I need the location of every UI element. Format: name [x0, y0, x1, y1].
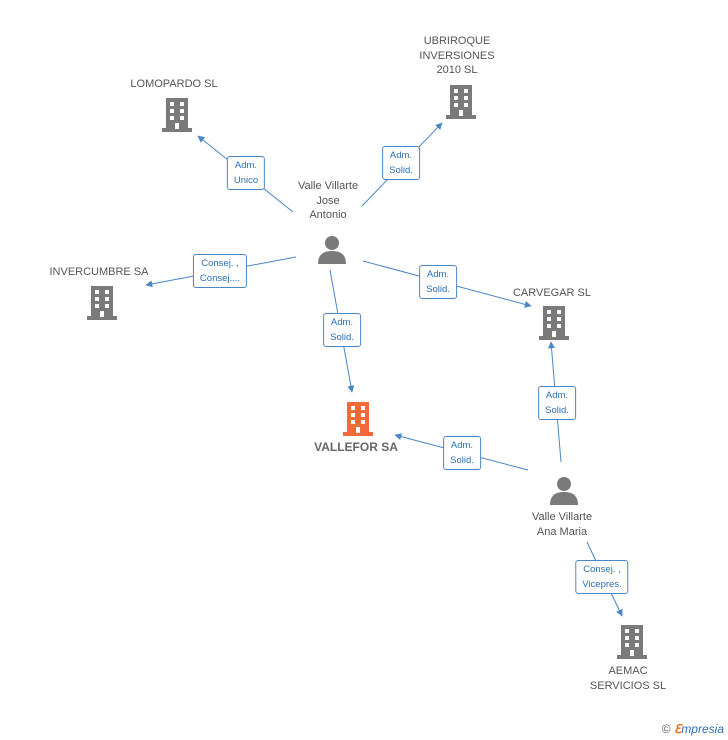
person-icon[interactable]	[317, 234, 347, 264]
building-icon[interactable]	[162, 98, 192, 132]
company-label-vallefor[interactable]: VALLEFOR SA	[314, 440, 398, 454]
edge-label-jose-ubriroque: Adm. Solid.	[382, 146, 420, 180]
edge-label-ana-carvegar: Adm. Solid.	[538, 386, 576, 420]
edge-label-jose-vallefor: Adm. Solid.	[323, 313, 361, 347]
building-icon[interactable]	[446, 85, 476, 119]
copyright-symbol: ©	[661, 722, 671, 736]
edge-label-jose-carvegar: Adm. Solid.	[419, 265, 457, 299]
company-label-aemac[interactable]: AEMAC SERVICIOS SL	[589, 665, 667, 692]
edge-label-ana-aemac: Consej. , Vicepres.	[575, 560, 629, 594]
edge-label-ana-vallefor: Adm. Solid.	[443, 436, 481, 470]
edge-label-jose-invercumbre: Consej. , Consej....	[192, 254, 248, 288]
company-label-lomopardo[interactable]: LOMOPARDO SL	[130, 78, 218, 90]
brand-footer: © ℇmpresia	[662, 722, 724, 736]
building-icon[interactable]	[87, 286, 117, 320]
person-label-ana[interactable]: Valle Villarte Ana Maria	[531, 511, 593, 538]
company-label-carvegar[interactable]: CARVEGAR SL	[512, 287, 592, 299]
person-label-jose[interactable]: Valle Villarte Jose Antonio	[297, 180, 359, 221]
building-icon[interactable]	[617, 625, 647, 659]
company-label-ubriroque[interactable]: UBRIROQUE INVERSIONES 2010 SL	[419, 35, 495, 76]
main-building-icon[interactable]	[343, 402, 373, 436]
person-icon[interactable]	[549, 475, 579, 505]
edge-label-jose-lomopardo: Adm. Unico	[226, 156, 266, 190]
building-icon[interactable]	[539, 306, 569, 340]
brand-name: mpresia	[681, 722, 724, 736]
company-label-invercumbre[interactable]: INVERCUMBRE SA	[49, 266, 149, 278]
brand-logo-e: ℇ	[673, 722, 682, 736]
